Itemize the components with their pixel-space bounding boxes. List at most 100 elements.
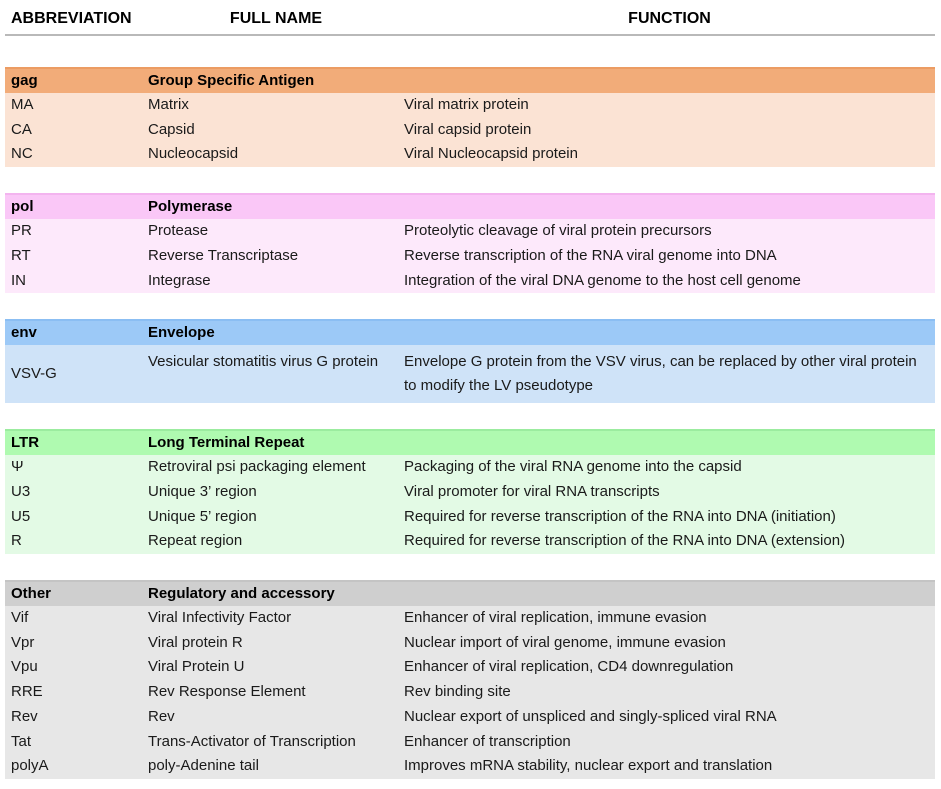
- table-row: RRE Rev Response Element Rev binding site: [5, 680, 935, 705]
- table-row: R Repeat region Required for reverse trans…: [5, 529, 935, 554]
- function-cell: Envelope G protein from the VSV virus, c…: [404, 353, 917, 395]
- table-row: Vpr Viral protein R Nuclear import of vira…: [5, 631, 935, 656]
- function-cell: Integration of the viral DNA genome to t…: [404, 271, 801, 289]
- function-cell: Enhancer of transcription: [404, 732, 571, 750]
- table-row: Vpu Viral Protein U Enhancer of viral repl…: [5, 655, 935, 680]
- section-abbreviation: LTR: [11, 434, 40, 452]
- abbreviation-cell: Rev: [11, 707, 38, 725]
- full-name-cell: Repeat region: [148, 532, 243, 550]
- table-row: Ψ Retroviral psi packaging element Packagi…: [5, 455, 935, 480]
- full-name-cell: Retroviral psi packaging element: [148, 458, 366, 476]
- table-row: RT Reverse Transcriptase Reverse transcrip…: [5, 244, 935, 269]
- section-header-row: gag Group Specific Antigen: [5, 67, 935, 93]
- full-name-cell: Nucleocapsid: [148, 145, 239, 163]
- section-full-name: Long Terminal Repeat: [148, 434, 305, 452]
- section-header-row: LTR Long Terminal Repeat: [5, 429, 935, 456]
- table-row: polyA poly-Adenine tail Improves mRNA stab…: [5, 754, 935, 779]
- gene-abbreviation-table: ABBREVIATION FULL NAME FUNCTION gag Group…: [5, 4, 935, 779]
- full-name-cell: Rev Response Element: [148, 683, 306, 701]
- section-abbreviation: Other: [11, 585, 52, 603]
- full-name-cell: Trans-Activator of Transcription: [148, 732, 356, 750]
- table-row: Tat Trans-Activator of Transcription Enhan…: [5, 730, 935, 755]
- abbreviation-cell: Vpr: [11, 633, 35, 651]
- full-name-cell: Unique 5’ region: [148, 507, 257, 525]
- abbreviation-cell: MA: [11, 96, 34, 113]
- section-body: Ψ Retroviral psi packaging element Packagi…: [5, 455, 935, 555]
- abbreviation-cell: VSV-G: [11, 365, 57, 383]
- table-row: Rev Rev Nuclear export of unspliced and si…: [5, 705, 935, 730]
- abbreviation-cell: CA: [11, 120, 32, 138]
- section-abbreviation: gag: [11, 72, 38, 89]
- full-name-cell: Viral Protein U: [148, 658, 245, 676]
- function-cell: Viral matrix protein: [404, 96, 529, 113]
- abbreviation-cell: polyA: [11, 757, 49, 775]
- table-row: VSV-G Vesicular stomatitis virus G protei…: [5, 345, 935, 403]
- abbreviation-cell: Ψ: [11, 458, 24, 476]
- function-cell: Viral Nucleocapsid protein: [404, 145, 578, 163]
- abbreviation-cell: Vpu: [11, 658, 38, 676]
- full-name-cell: Viral protein R: [148, 633, 243, 651]
- function-cell: Nuclear export of unspliced and singly-s…: [404, 707, 777, 725]
- abbreviation-cell: RRE: [11, 683, 43, 701]
- abbreviation-cell: IN: [11, 271, 26, 289]
- function-cell: Enhancer of viral replication, CD4 downr…: [404, 658, 734, 676]
- column-header-function: FUNCTION: [628, 10, 711, 27]
- function-cell: Required for reverse transcription of th…: [404, 532, 846, 550]
- function-cell: Proteolytic cleavage of viral protein pr…: [404, 222, 712, 240]
- table-row: U3 Unique 3’ region Viral promoter for vir…: [5, 480, 935, 505]
- abbreviation-cell: U3: [11, 482, 31, 500]
- section-body: VSV-G Vesicular stomatitis virus G protei…: [5, 345, 935, 404]
- abbreviation-cell: PR: [11, 222, 32, 240]
- full-name-cell: poly-Adenine tail: [148, 757, 259, 775]
- section-full-name: Regulatory and accessory: [148, 585, 335, 603]
- abbreviation-cell: Vif: [11, 609, 29, 627]
- section-header-row: Other Regulatory and accessory: [5, 580, 935, 607]
- table-row: CA Capsid Viral capsid protein: [5, 118, 935, 143]
- table-header: ABBREVIATION FULL NAME FUNCTION: [5, 4, 935, 36]
- abbreviation-cell: R: [11, 532, 22, 550]
- function-cell: Improves mRNA stability, nuclear export …: [404, 757, 773, 775]
- table-row: MA Matrix Viral matrix protein: [5, 93, 935, 118]
- section-full-name: Envelope: [148, 324, 215, 342]
- function-cell: Reverse transcription of the RNA viral g…: [404, 246, 777, 264]
- function-cell: Packaging of the viral RNA genome into t…: [404, 458, 742, 476]
- full-name-cell: Unique 3’ region: [148, 482, 257, 500]
- function-cell: Nuclear import of viral genome, immune e…: [404, 633, 726, 651]
- column-header-abbreviation: ABBREVIATION: [11, 10, 132, 27]
- table-row: NC Nucleocapsid Viral Nucleocapsid protein: [5, 142, 935, 167]
- full-name-cell: Viral Infectivity Factor: [148, 609, 292, 627]
- function-cell: Viral promoter for viral RNA transcripts: [404, 482, 660, 500]
- table-row: IN Integrase Integration of the viral DNA …: [5, 269, 935, 294]
- function-cell: Viral capsid protein: [404, 120, 532, 138]
- full-name-cell: Reverse Transcriptase: [148, 246, 299, 264]
- abbreviation-cell: Tat: [11, 732, 32, 750]
- full-name-cell: Matrix: [148, 96, 189, 113]
- full-name-cell: Capsid: [148, 120, 195, 138]
- section-abbreviation: env: [11, 324, 37, 342]
- full-name-cell: Vesicular stomatitis virus G protein: [148, 353, 379, 371]
- abbreviation-cell: NC: [11, 145, 33, 163]
- function-cell: Required for reverse transcription of th…: [404, 507, 836, 525]
- full-name-cell: Integrase: [148, 271, 211, 289]
- column-header-full-name: FULL NAME: [229, 10, 323, 27]
- abbreviation-cell: RT: [11, 246, 31, 264]
- section-full-name: Group Specific Antigen: [148, 72, 315, 89]
- section-header-row: env Envelope: [5, 319, 935, 346]
- section-abbreviation: pol: [11, 198, 34, 216]
- full-name-cell: Rev: [148, 707, 175, 725]
- function-cell: Rev binding site: [404, 683, 511, 701]
